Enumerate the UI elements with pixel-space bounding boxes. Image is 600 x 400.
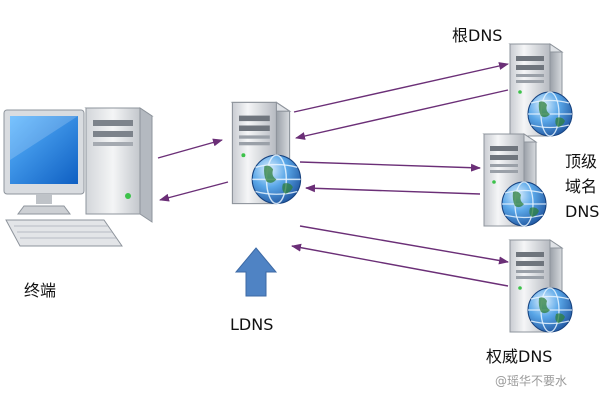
query-arrows bbox=[157, 62, 509, 287]
ldns-label: LDNS bbox=[230, 315, 274, 334]
tld-dns-server-icon bbox=[483, 133, 547, 227]
tld-dns-label: 顶级域名DNS bbox=[565, 152, 600, 221]
arrow-ldns-to-auth bbox=[299, 225, 509, 265]
arrow-auth-to-ldns bbox=[291, 243, 509, 287]
ldns-server-icon bbox=[231, 101, 302, 205]
desktop-computer-icon bbox=[3, 107, 154, 247]
watermark-text: @瑶华不要水 bbox=[495, 374, 568, 388]
arrow-ldns-to-tld bbox=[299, 161, 481, 172]
auth-dns-server-icon bbox=[509, 239, 573, 333]
arrow-root-to-ldns bbox=[295, 89, 509, 140]
arrow-tld-to-ldns bbox=[305, 184, 481, 195]
auth-dns-label: 权威DNS bbox=[486, 347, 553, 366]
terminal-label: 终端 bbox=[24, 281, 57, 300]
arrow-ldns-to-root bbox=[293, 62, 509, 113]
root-dns-server-icon bbox=[509, 43, 573, 137]
root-dns-label: 根DNS bbox=[452, 26, 503, 45]
arrow-terminal-to-ldns bbox=[157, 138, 223, 159]
up-arrow-icon bbox=[234, 247, 278, 297]
arrow-ldns-to-terminal bbox=[159, 181, 229, 202]
